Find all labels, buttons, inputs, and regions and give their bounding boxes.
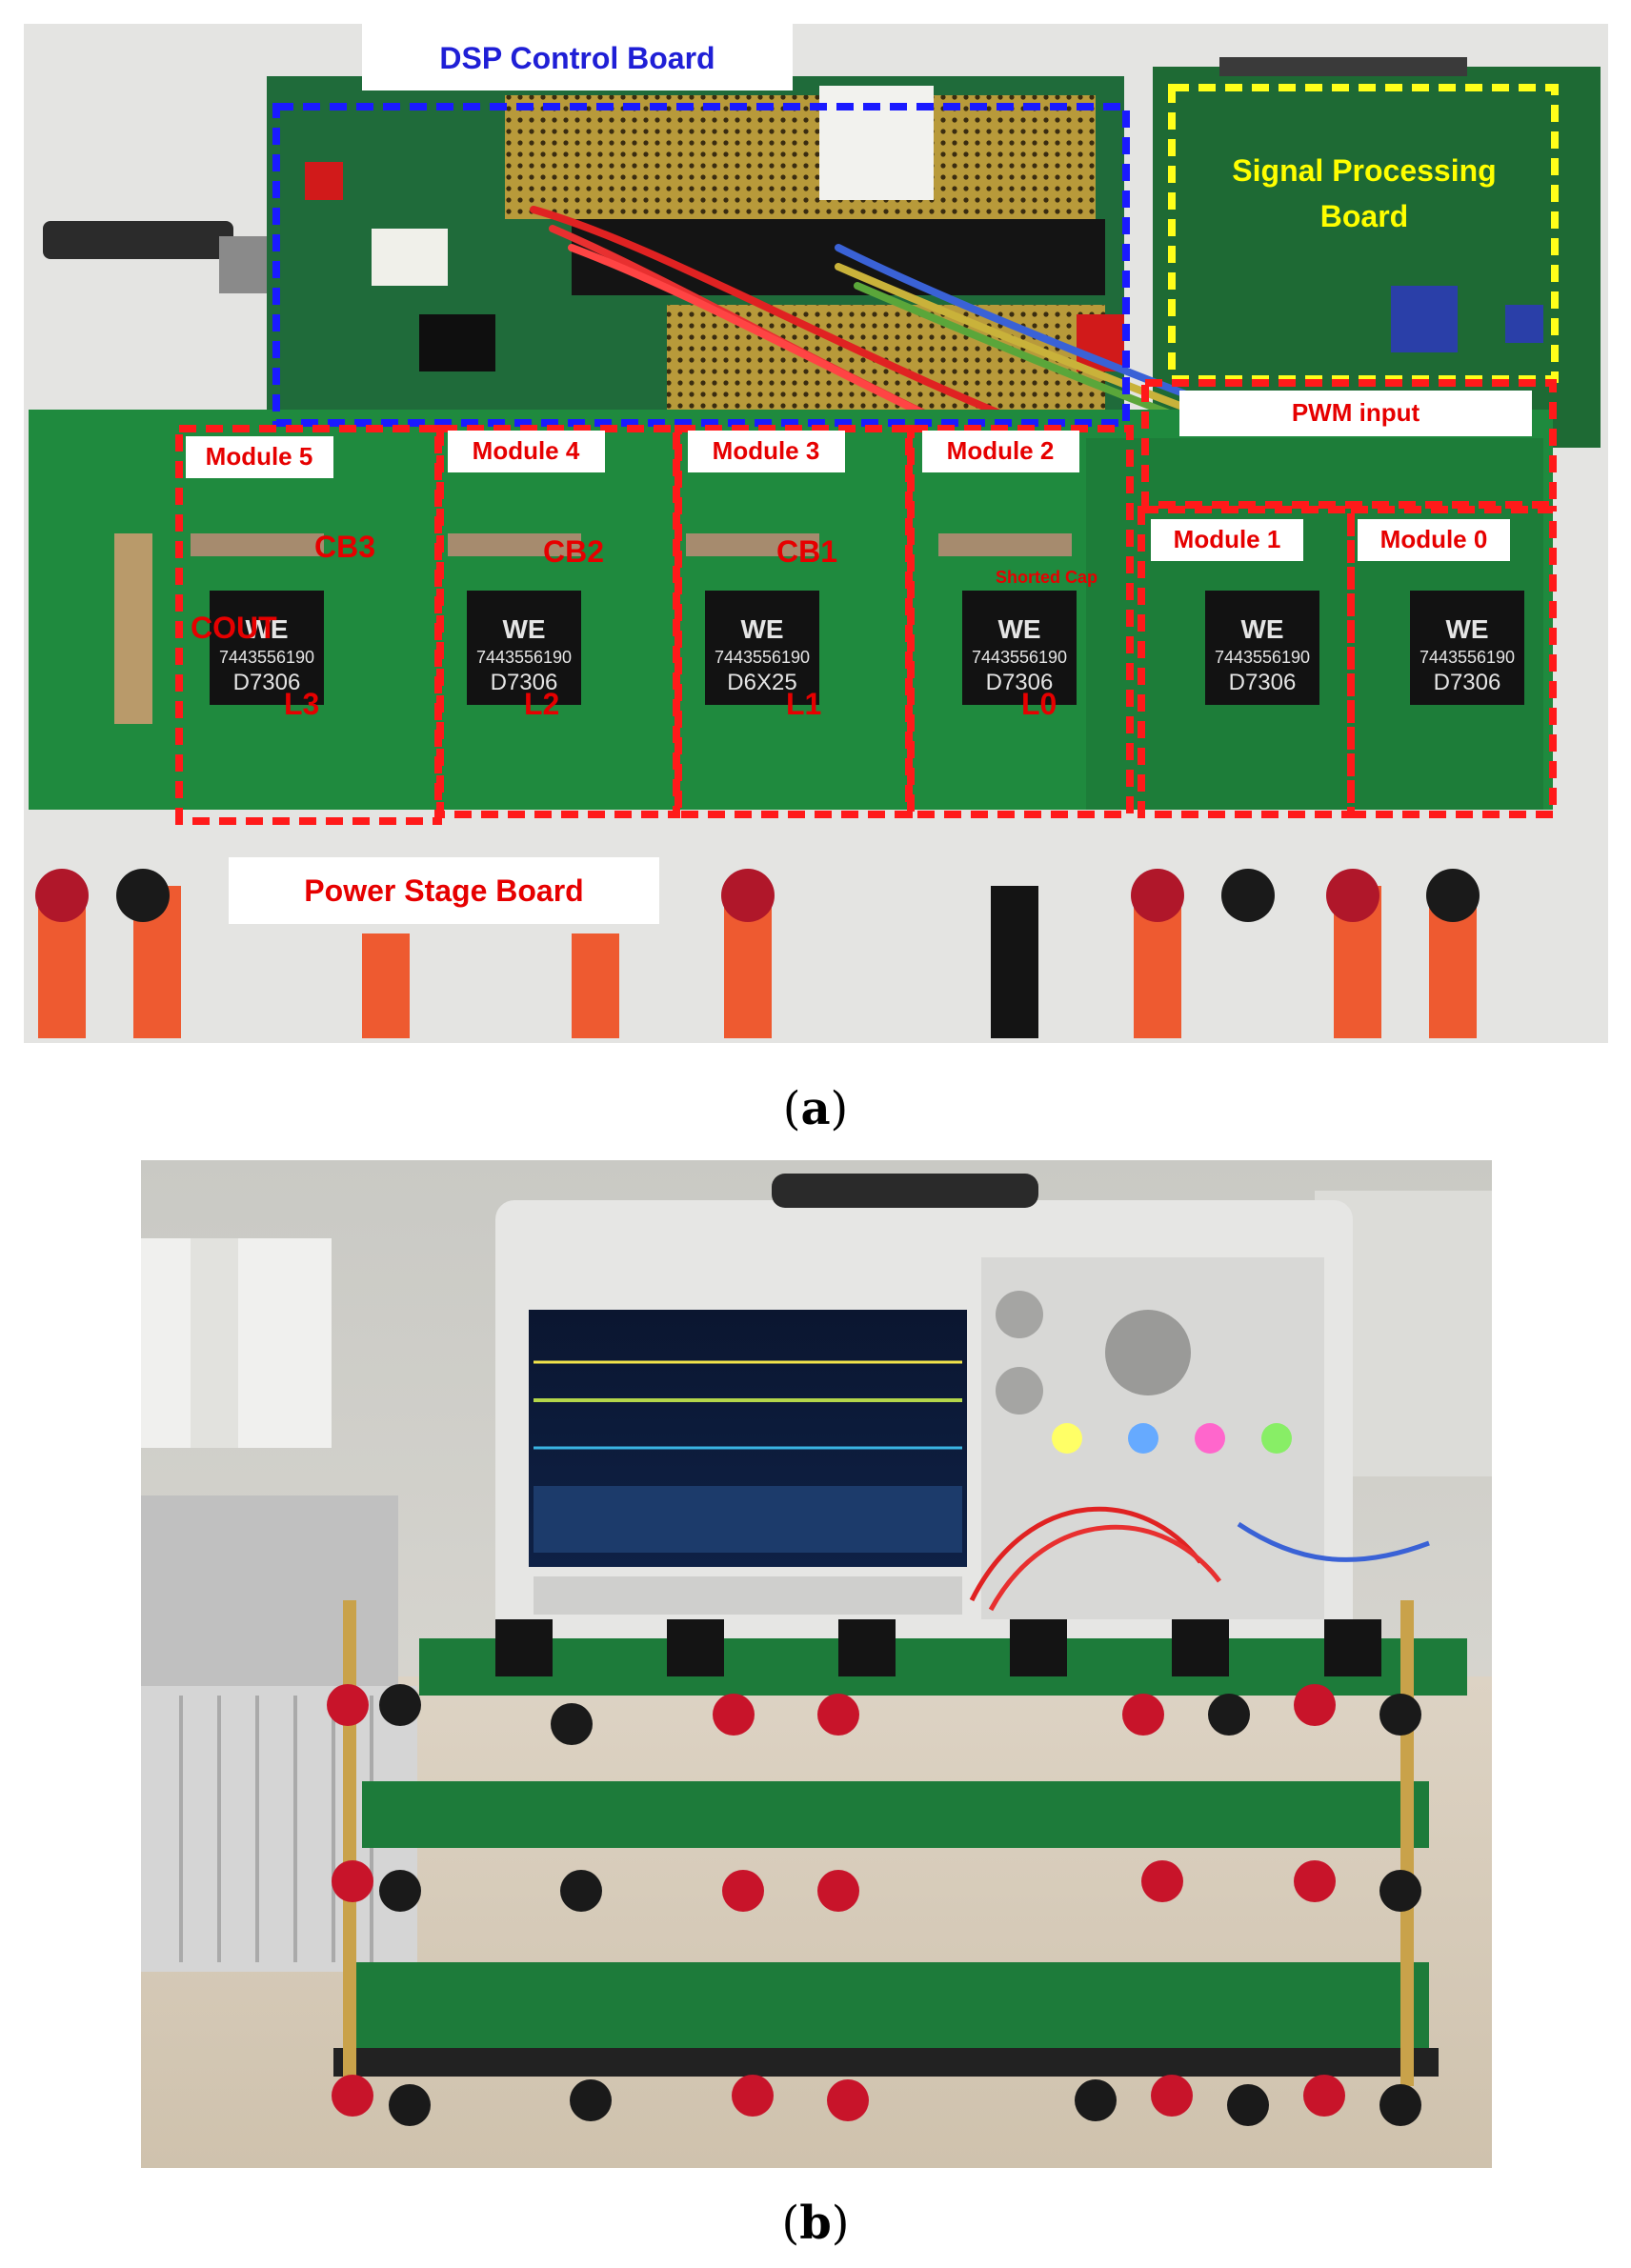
pwm-input-outline [1141,379,1557,509]
power-stage-label: Power Stage Board [304,873,583,908]
module3-label: Module 3 [713,436,820,465]
dsp-board-label: DSP Control Board [439,41,715,75]
inductor-m1: WE 7443556190 D7306 [1205,591,1319,705]
svg-text:WE: WE [740,614,783,644]
banana-jacks-b [327,1684,1421,2126]
oscilloscope [495,1174,1353,1648]
module3-outline [675,425,913,818]
svg-text:D7306: D7306 [1229,670,1297,695]
banana-jacks-a [35,869,1480,1038]
l0-label: L0 [1021,687,1057,721]
svg-text:WE: WE [1445,614,1488,644]
photo-a: WE 7443556190 D7306 WE 7443556190 D7306 … [24,24,1608,1043]
svg-text:7443556190: 7443556190 [715,648,810,667]
svg-text:7443556190: 7443556190 [1215,648,1310,667]
signal-board-label-line2: Board [1320,199,1408,233]
l3-label: L3 [284,687,319,721]
svg-text:D6X25: D6X25 [727,670,796,695]
module0-outline [1347,506,1557,818]
photo-b [141,1160,1492,2168]
cb2-label: CB2 [543,534,604,569]
cb3-label: CB3 [314,530,375,564]
module2-label: Module 2 [947,436,1055,465]
l2-label: L2 [524,687,559,721]
module0-label: Module 0 [1380,525,1488,553]
svg-text:WE: WE [1240,614,1283,644]
svg-text:WE: WE [997,614,1040,644]
inductor-m0: WE 7443556190 D7306 [1410,591,1524,705]
pwm-input-label: PWM input [1292,398,1420,427]
cb1-label: CB1 [776,534,837,569]
caption-b: (b) [781,2197,849,2250]
inductor-l1: WE 7443556190 D6X25 [705,591,819,705]
caption-a: (a) [783,1082,849,1135]
inductor-l0: WE 7443556190 D7306 [962,591,1077,705]
svg-text:7443556190: 7443556190 [1420,648,1515,667]
svg-text:D7306: D7306 [986,670,1054,695]
svg-text:D7306: D7306 [1434,670,1501,695]
svg-text:7443556190: 7443556190 [972,648,1067,667]
l1-label: L1 [786,687,821,721]
inductor-l3: WE 7443556190 D7306 [210,591,324,705]
svg-text:D7306: D7306 [491,670,558,695]
cout-label: COUT [191,611,277,645]
svg-text:7443556190: 7443556190 [476,648,572,667]
signal-board-label-line1: Signal Processing [1232,153,1496,188]
dsp-board-pcb [267,76,1124,419]
dsp-board-outline [272,103,1130,427]
module4-label: Module 4 [473,436,580,465]
capacitor-banks [191,533,1072,556]
shorted-cap-label: Shorted Cap [996,568,1097,587]
svg-text:D7306: D7306 [233,670,301,695]
module2-outline [907,425,1134,818]
module1-label: Module 1 [1174,525,1281,553]
svg-text:WE: WE [245,614,288,644]
module4-outline [436,425,680,818]
svg-text:WE: WE [502,614,545,644]
signal-board-pcb [1153,57,1601,448]
svg-text:7443556190: 7443556190 [219,648,314,667]
module5-label: Module 5 [206,442,313,471]
inductor-l2: WE 7443556190 D7306 [467,591,581,705]
stacked-power-boards [333,1600,1467,2086]
